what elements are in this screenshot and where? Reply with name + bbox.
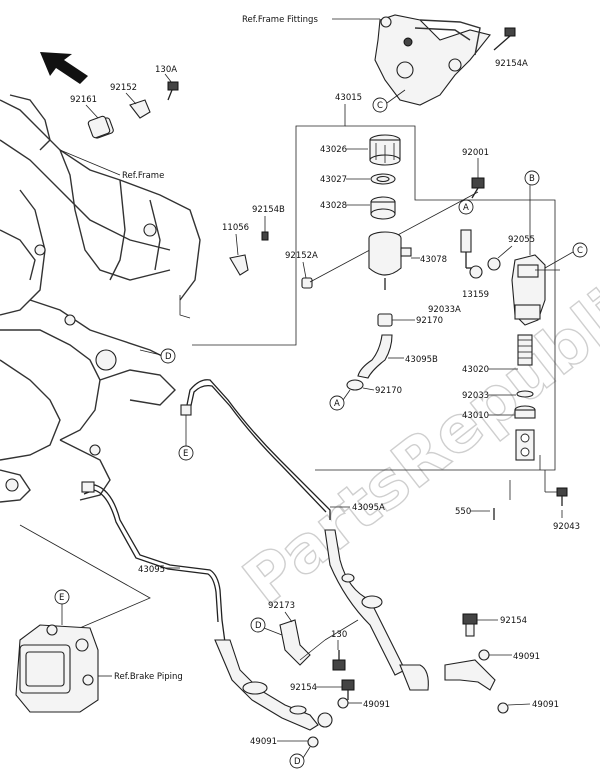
part-550: 550 bbox=[455, 507, 471, 517]
fitting-a-upper bbox=[460, 229, 478, 269]
bolt-130a bbox=[167, 81, 179, 101]
part-43010: 43010 bbox=[462, 411, 489, 421]
hose-43095b bbox=[357, 334, 393, 379]
hose-43095-lower bbox=[214, 639, 319, 731]
pin-92043 bbox=[556, 487, 568, 506]
part-43028: 43028 bbox=[320, 201, 347, 211]
rubber-92161 bbox=[87, 115, 111, 139]
part-92161: 92161 bbox=[70, 95, 97, 105]
part-130: 130 bbox=[331, 630, 347, 640]
diaphragm-43028 bbox=[370, 196, 396, 220]
callout-d-frame bbox=[160, 348, 176, 364]
brake-line-43095 bbox=[81, 484, 227, 651]
clevis bbox=[515, 429, 535, 461]
part-43095b: 43095B bbox=[405, 355, 438, 365]
part-92170-upper: 92170 bbox=[416, 316, 443, 326]
svg-text:B: B bbox=[529, 174, 535, 184]
clamp-92170-upper bbox=[377, 313, 393, 327]
part-49091-d: 49091 bbox=[532, 700, 559, 710]
washer-49091-d bbox=[497, 702, 509, 714]
part-11056: 11056 bbox=[222, 223, 249, 233]
bolt-92154-lower bbox=[341, 679, 355, 700]
callout-d-bottom bbox=[289, 753, 305, 769]
part-13159: 13159 bbox=[462, 290, 489, 300]
ref-brake-piping-label: Ref.Brake Piping bbox=[114, 672, 183, 682]
bolt-92154-right bbox=[462, 613, 478, 637]
part-43026: 43026 bbox=[320, 145, 347, 155]
watermark: PartsRepublik bbox=[230, 250, 600, 620]
part-92154-lower: 92154 bbox=[290, 683, 317, 693]
washer-49091-a bbox=[337, 697, 349, 709]
brake-line-43095a bbox=[185, 379, 331, 520]
clip-13159 bbox=[469, 265, 483, 279]
callout-c-top bbox=[372, 97, 388, 113]
part-92055: 92055 bbox=[508, 235, 535, 245]
part-92033: 92033 bbox=[462, 391, 489, 401]
master-cylinder bbox=[511, 254, 560, 326]
svg-text:A: A bbox=[463, 203, 469, 213]
part-49091-b: 49091 bbox=[250, 737, 277, 747]
damper-92152 bbox=[129, 99, 151, 119]
push-rod-43020 bbox=[517, 334, 533, 366]
frame-illustration bbox=[0, 94, 201, 503]
part-92154a: 92154A bbox=[495, 59, 528, 69]
svg-text:E: E bbox=[59, 593, 64, 603]
part-92152: 92152 bbox=[110, 83, 137, 93]
clamp-92170-lower bbox=[346, 379, 364, 391]
washer-49091-b bbox=[307, 736, 319, 748]
svg-text:C: C bbox=[577, 246, 583, 256]
reservoir-43078 bbox=[368, 231, 412, 290]
part-43095a: 43095A bbox=[352, 503, 385, 513]
part-92043: 92043 bbox=[553, 522, 580, 532]
svg-text:A: A bbox=[334, 399, 340, 409]
collar-92152a bbox=[301, 277, 313, 289]
part-92154b: 92154B bbox=[252, 205, 285, 215]
part-92033a: 92033A bbox=[428, 305, 461, 315]
callout-d-lower bbox=[250, 617, 266, 633]
part-49091-c: 49091 bbox=[513, 652, 540, 662]
part-92154-right: 92154 bbox=[500, 616, 527, 626]
callout-a-upper bbox=[458, 199, 474, 215]
svg-text:E: E bbox=[183, 449, 188, 459]
bolt-130 bbox=[332, 650, 346, 671]
part-43078: 43078 bbox=[420, 255, 447, 265]
part-130a: 130A bbox=[155, 65, 177, 75]
reservoir-cap-43026 bbox=[369, 134, 401, 166]
bracket-11056 bbox=[229, 254, 249, 276]
oring-92055 bbox=[487, 257, 501, 271]
svg-text:D: D bbox=[255, 621, 262, 631]
part-43020: 43020 bbox=[462, 365, 489, 375]
part-92152a: 92152A bbox=[285, 251, 318, 261]
callout-b bbox=[524, 170, 540, 186]
hose-fitting-right bbox=[444, 659, 496, 691]
part-43015: 43015 bbox=[335, 93, 362, 103]
abs-unit bbox=[15, 624, 99, 713]
bolt-92154a bbox=[493, 27, 516, 51]
fitting-e-upper bbox=[180, 404, 192, 416]
bolt-92154b bbox=[261, 231, 269, 241]
svg-text:C: C bbox=[377, 101, 383, 111]
part-43095: 43095 bbox=[138, 565, 165, 575]
ring-92033 bbox=[516, 390, 534, 398]
direction-arrow-icon bbox=[40, 52, 88, 84]
boot-43010 bbox=[514, 405, 536, 419]
part-92001: 92001 bbox=[462, 148, 489, 158]
washer-49091-c bbox=[478, 649, 490, 661]
callout-c-right bbox=[572, 242, 588, 258]
svg-text:D: D bbox=[294, 757, 301, 767]
part-43027: 43027 bbox=[320, 175, 347, 185]
callout-a-lower bbox=[329, 395, 345, 411]
part-92173: 92173 bbox=[268, 601, 295, 611]
bolt-92001 bbox=[471, 177, 485, 199]
frame-fittings-bracket bbox=[374, 14, 491, 106]
part-49091-a: 49091 bbox=[363, 700, 390, 710]
bracket-92173 bbox=[279, 619, 311, 666]
svg-text:D: D bbox=[165, 352, 172, 362]
ref-frame-label: Ref.Frame bbox=[122, 171, 164, 181]
part-92170-lower: 92170 bbox=[375, 386, 402, 396]
ref-frame-fittings-label: Ref.Frame Fittings bbox=[242, 15, 318, 25]
